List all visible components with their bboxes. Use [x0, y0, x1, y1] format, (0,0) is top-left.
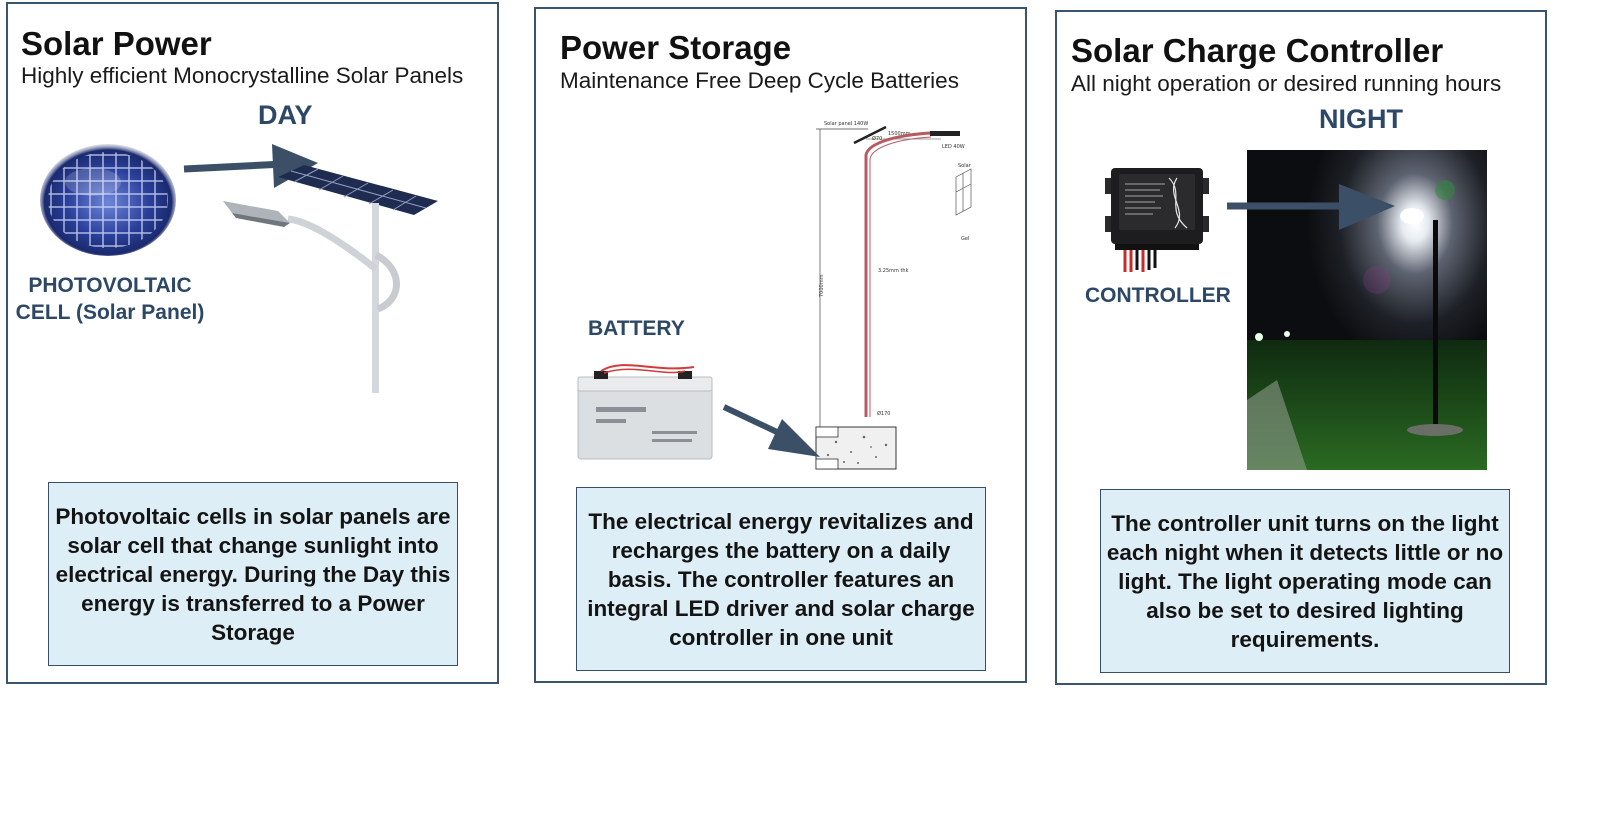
pole-technical-drawing: Solar panel 140W 1500mm LED 40W Solar Ge… — [815, 121, 972, 470]
solar-charge-controller-panel: Solar Charge Controller All night operat… — [1055, 10, 1547, 685]
drawing-label-arm: 1500mm — [888, 131, 911, 137]
charge-controller-image — [1105, 168, 1209, 272]
panel-subtitle: All night operation or desired running h… — [1071, 71, 1502, 96]
drawing-label-top-dia: Ø70 — [872, 135, 882, 142]
solar-power-description: Photovoltaic cells in solar panels are s… — [48, 482, 458, 666]
panel-title: Solar Power — [21, 25, 212, 62]
photovoltaic-cell-image — [40, 144, 176, 256]
drawing-label-solar-panel: Solar panel 140W — [824, 121, 868, 127]
solar-power-panel: Solar Power Highly efficient Monocrystal… — [6, 2, 499, 684]
power-storage-description: The electrical energy revitalizes and re… — [576, 487, 986, 671]
battery-label: BATTERY — [588, 317, 685, 340]
panel-title: Power Storage — [560, 29, 792, 66]
panel-subtitle: Maintenance Free Deep Cycle Batteries — [560, 68, 959, 93]
night-arrow — [1227, 184, 1395, 230]
drawing-label-wall: 3.25mm thk — [878, 268, 909, 274]
power-storage-panel: Power Storage Maintenance Free Deep Cycl… — [534, 7, 1027, 683]
solar-street-light-image — [223, 165, 438, 393]
controller-label: CONTROLLER — [1085, 284, 1231, 307]
photovoltaic-cell-label: PHOTOVOLTAIC CELL (Solar Panel) — [15, 274, 205, 324]
day-label: DAY — [258, 100, 313, 130]
drawing-label-solar: Solar — [958, 163, 972, 169]
battery-arrow — [722, 404, 820, 457]
panel-title: Solar Charge Controller — [1071, 32, 1444, 69]
night-label: NIGHT — [1319, 104, 1403, 134]
drawing-label-base-dia: Ø170 — [877, 410, 890, 417]
charge-controller-description: The controller unit turns on the light e… — [1100, 489, 1510, 673]
drawing-label-gel: Gel — [961, 236, 969, 242]
drawing-label-height: 7000mm — [819, 274, 825, 297]
drawing-label-led: LED 40W — [942, 144, 965, 150]
panel-subtitle: Highly efficient Monocrystalline Solar P… — [21, 63, 464, 88]
battery-image — [577, 364, 713, 460]
